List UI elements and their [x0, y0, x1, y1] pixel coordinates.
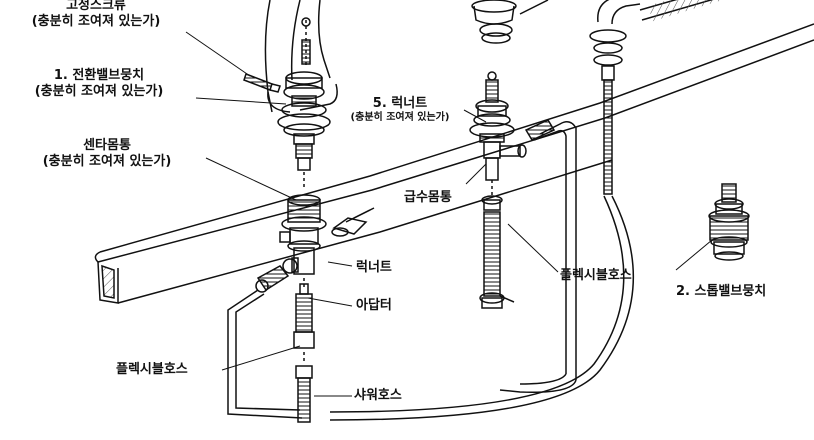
- flexible-hose-left-text: 플렉시블호스: [116, 362, 188, 377]
- diverter-valve-title: 1. 전환밸브뭉치: [53, 68, 145, 83]
- fixing-screw: [243, 73, 281, 93]
- lock-nut-5-title: 5. 럭너트: [372, 96, 428, 111]
- spout: [264, 0, 338, 113]
- label-stop-valve: 2. 스톱밸브뭉치: [676, 284, 766, 300]
- label-lock-nut: 럭너트: [356, 260, 392, 276]
- right-loop-hose: [499, 119, 577, 393]
- flexible-hose-right-text: 플렉시블호스: [560, 268, 632, 283]
- stop-valve-text: 2. 스톱밸브뭉치: [676, 284, 767, 299]
- shower-hose-text: 샤워호스: [354, 388, 402, 403]
- fixing-screw-title: 고정스크류: [66, 0, 126, 13]
- center-assembly: [277, 17, 331, 423]
- lock-nut-text: 럭너트: [356, 260, 392, 275]
- countertop: [94, 0, 814, 304]
- label-flexible-hose-right: 플렉시블호스: [560, 268, 632, 284]
- lock-nut-5-note: (충분히 조여져 있는가): [350, 112, 450, 124]
- fixing-screw-note: (충분히 조여져 있는가): [31, 14, 161, 30]
- supply-assembly: [469, 71, 527, 309]
- center-body-title: 센타몸통: [83, 138, 131, 153]
- label-supply-body: 급수몸통: [404, 190, 452, 206]
- long-shower-hose: [329, 195, 635, 421]
- label-fixing-screw: 고정스크류 (충분히 조여져 있는가): [8, 0, 184, 31]
- label-adapter: 아답터: [356, 298, 392, 314]
- left-loop-hose: [227, 289, 303, 419]
- label-center-body: 센타몸통 (충분히 조여져 있는가): [12, 138, 202, 171]
- diverter-valve-note: (충분히 조여져 있는가): [34, 84, 164, 100]
- stop-valve-assembly: [708, 183, 750, 261]
- label-lock-nut-5: 5. 럭너트 (충분히 조여져 있는가): [330, 96, 470, 125]
- right-spout-piece: [589, 0, 641, 195]
- supply-body-text: 급수몸통: [404, 190, 452, 205]
- side-lock-nut: [331, 207, 375, 237]
- left-hose-fitting: [255, 265, 290, 293]
- label-diverter-valve: 1. 전환밸브뭉치 (충분히 조여져 있는가): [4, 68, 194, 101]
- leader-lines: [185, 31, 713, 397]
- center-body-note: (충분히 조여져 있는가): [42, 154, 172, 170]
- label-shower-hose: 샤워호스: [354, 388, 402, 404]
- right-handle-top: [471, 0, 549, 44]
- adapter-text: 아답터: [356, 298, 392, 313]
- label-flexible-hose-left: 플렉시블호스: [116, 362, 188, 378]
